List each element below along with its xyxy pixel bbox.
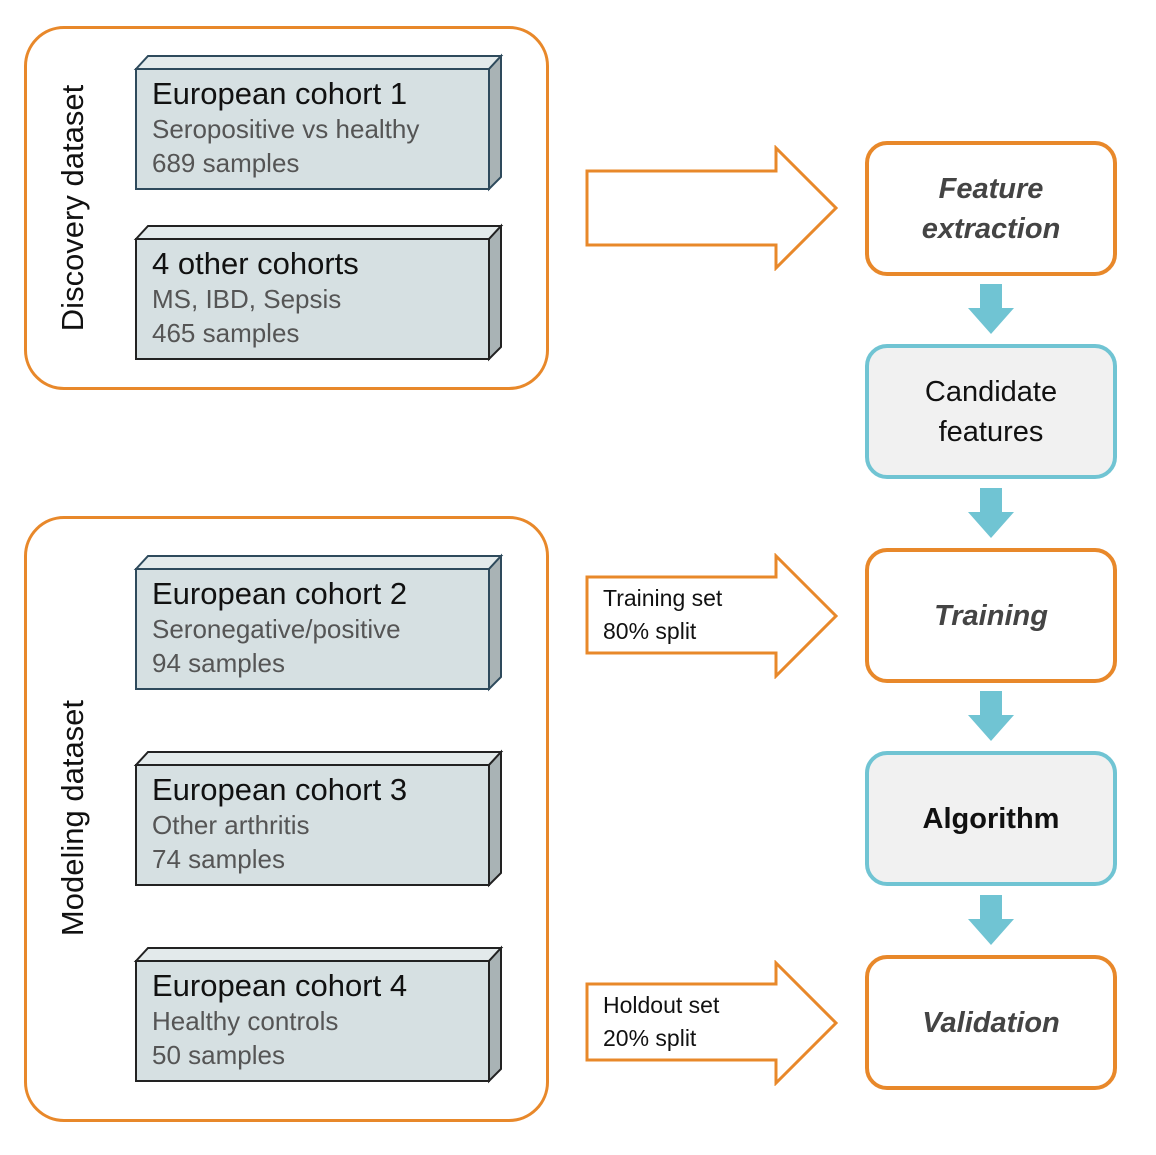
algorithm-step-label: Algorithm xyxy=(922,802,1060,835)
discovery-to-feature-arrow xyxy=(585,145,840,271)
validation-step-label: Validation xyxy=(922,1006,1060,1039)
candidate-features-line1: Candidate xyxy=(924,375,1058,408)
training-set-label: Training set xyxy=(603,585,723,611)
cohort-box-shape xyxy=(133,53,504,192)
feature-extraction-step: Feature extraction xyxy=(865,141,1117,276)
modeling-dataset-label: Modeling dataset xyxy=(55,699,90,937)
holdout-set-arrow: Holdout set 20% split xyxy=(585,960,840,1086)
feature-extraction-line2: extraction xyxy=(921,212,1061,245)
cohort-subtitle: Healthy controls xyxy=(152,1006,339,1036)
cohort-title: 4 other cohorts xyxy=(152,246,359,281)
feature-extraction-line1: Feature xyxy=(938,172,1044,205)
cohort-box: European cohort 4 Healthy controls 50 sa… xyxy=(133,945,505,1087)
cohort-title: European cohort 2 xyxy=(152,576,408,611)
algorithm-step: Algorithm xyxy=(865,751,1117,886)
training-step: Training xyxy=(865,548,1117,683)
candidate-features-step: Candidate features xyxy=(865,344,1117,479)
training-set-arrow: Training set 80% split xyxy=(585,553,840,679)
training-step-label: Training xyxy=(934,599,1048,632)
down-arrow-icon xyxy=(968,691,1014,741)
cohort-subtitle: Seropositive vs healthy xyxy=(152,114,420,144)
cohort-box-shape xyxy=(133,749,504,888)
cohort-subtitle: MS, IBD, Sepsis xyxy=(152,284,342,314)
cohort-box-shape xyxy=(133,945,504,1084)
cohort-subtitle: Seronegative/positive xyxy=(152,614,401,644)
right-arrow-icon xyxy=(585,960,839,1086)
cohort-title: European cohort 3 xyxy=(152,772,408,807)
cohort-samples: 465 samples xyxy=(152,318,300,348)
cohort-box: 4 other cohorts MS, IBD, Sepsis 465 samp… xyxy=(133,223,505,365)
cohort-samples: 94 samples xyxy=(152,648,285,678)
cohort-samples: 50 samples xyxy=(152,1040,285,1070)
cohort-title: European cohort 4 xyxy=(152,968,408,1003)
candidate-features-line2: features xyxy=(938,415,1044,448)
cohort-subtitle: Other arthritis xyxy=(152,810,310,840)
discovery-dataset-label: Discovery dataset xyxy=(55,84,90,332)
cohort-samples: 689 samples xyxy=(152,148,300,178)
down-arrow-icon xyxy=(968,488,1014,538)
training-split-label: 80% split xyxy=(603,618,697,644)
down-arrow-icon xyxy=(968,284,1014,334)
cohort-box: European cohort 2 Seronegative/positive … xyxy=(133,553,505,695)
cohort-box-shape xyxy=(133,553,504,692)
right-arrow-icon xyxy=(585,145,839,271)
down-arrow-icon xyxy=(968,895,1014,945)
validation-step: Validation xyxy=(865,955,1117,1090)
right-arrow-icon xyxy=(585,553,839,679)
cohort-box: European cohort 3 Other arthritis 74 sam… xyxy=(133,749,505,891)
holdout-split-label: 20% split xyxy=(603,1025,697,1051)
cohort-samples: 74 samples xyxy=(152,844,285,874)
cohort-title: European cohort 1 xyxy=(152,76,408,111)
holdout-set-label: Holdout set xyxy=(603,992,720,1018)
cohort-box-shape xyxy=(133,223,504,362)
cohort-box: European cohort 1 Seropositive vs health… xyxy=(133,53,505,195)
